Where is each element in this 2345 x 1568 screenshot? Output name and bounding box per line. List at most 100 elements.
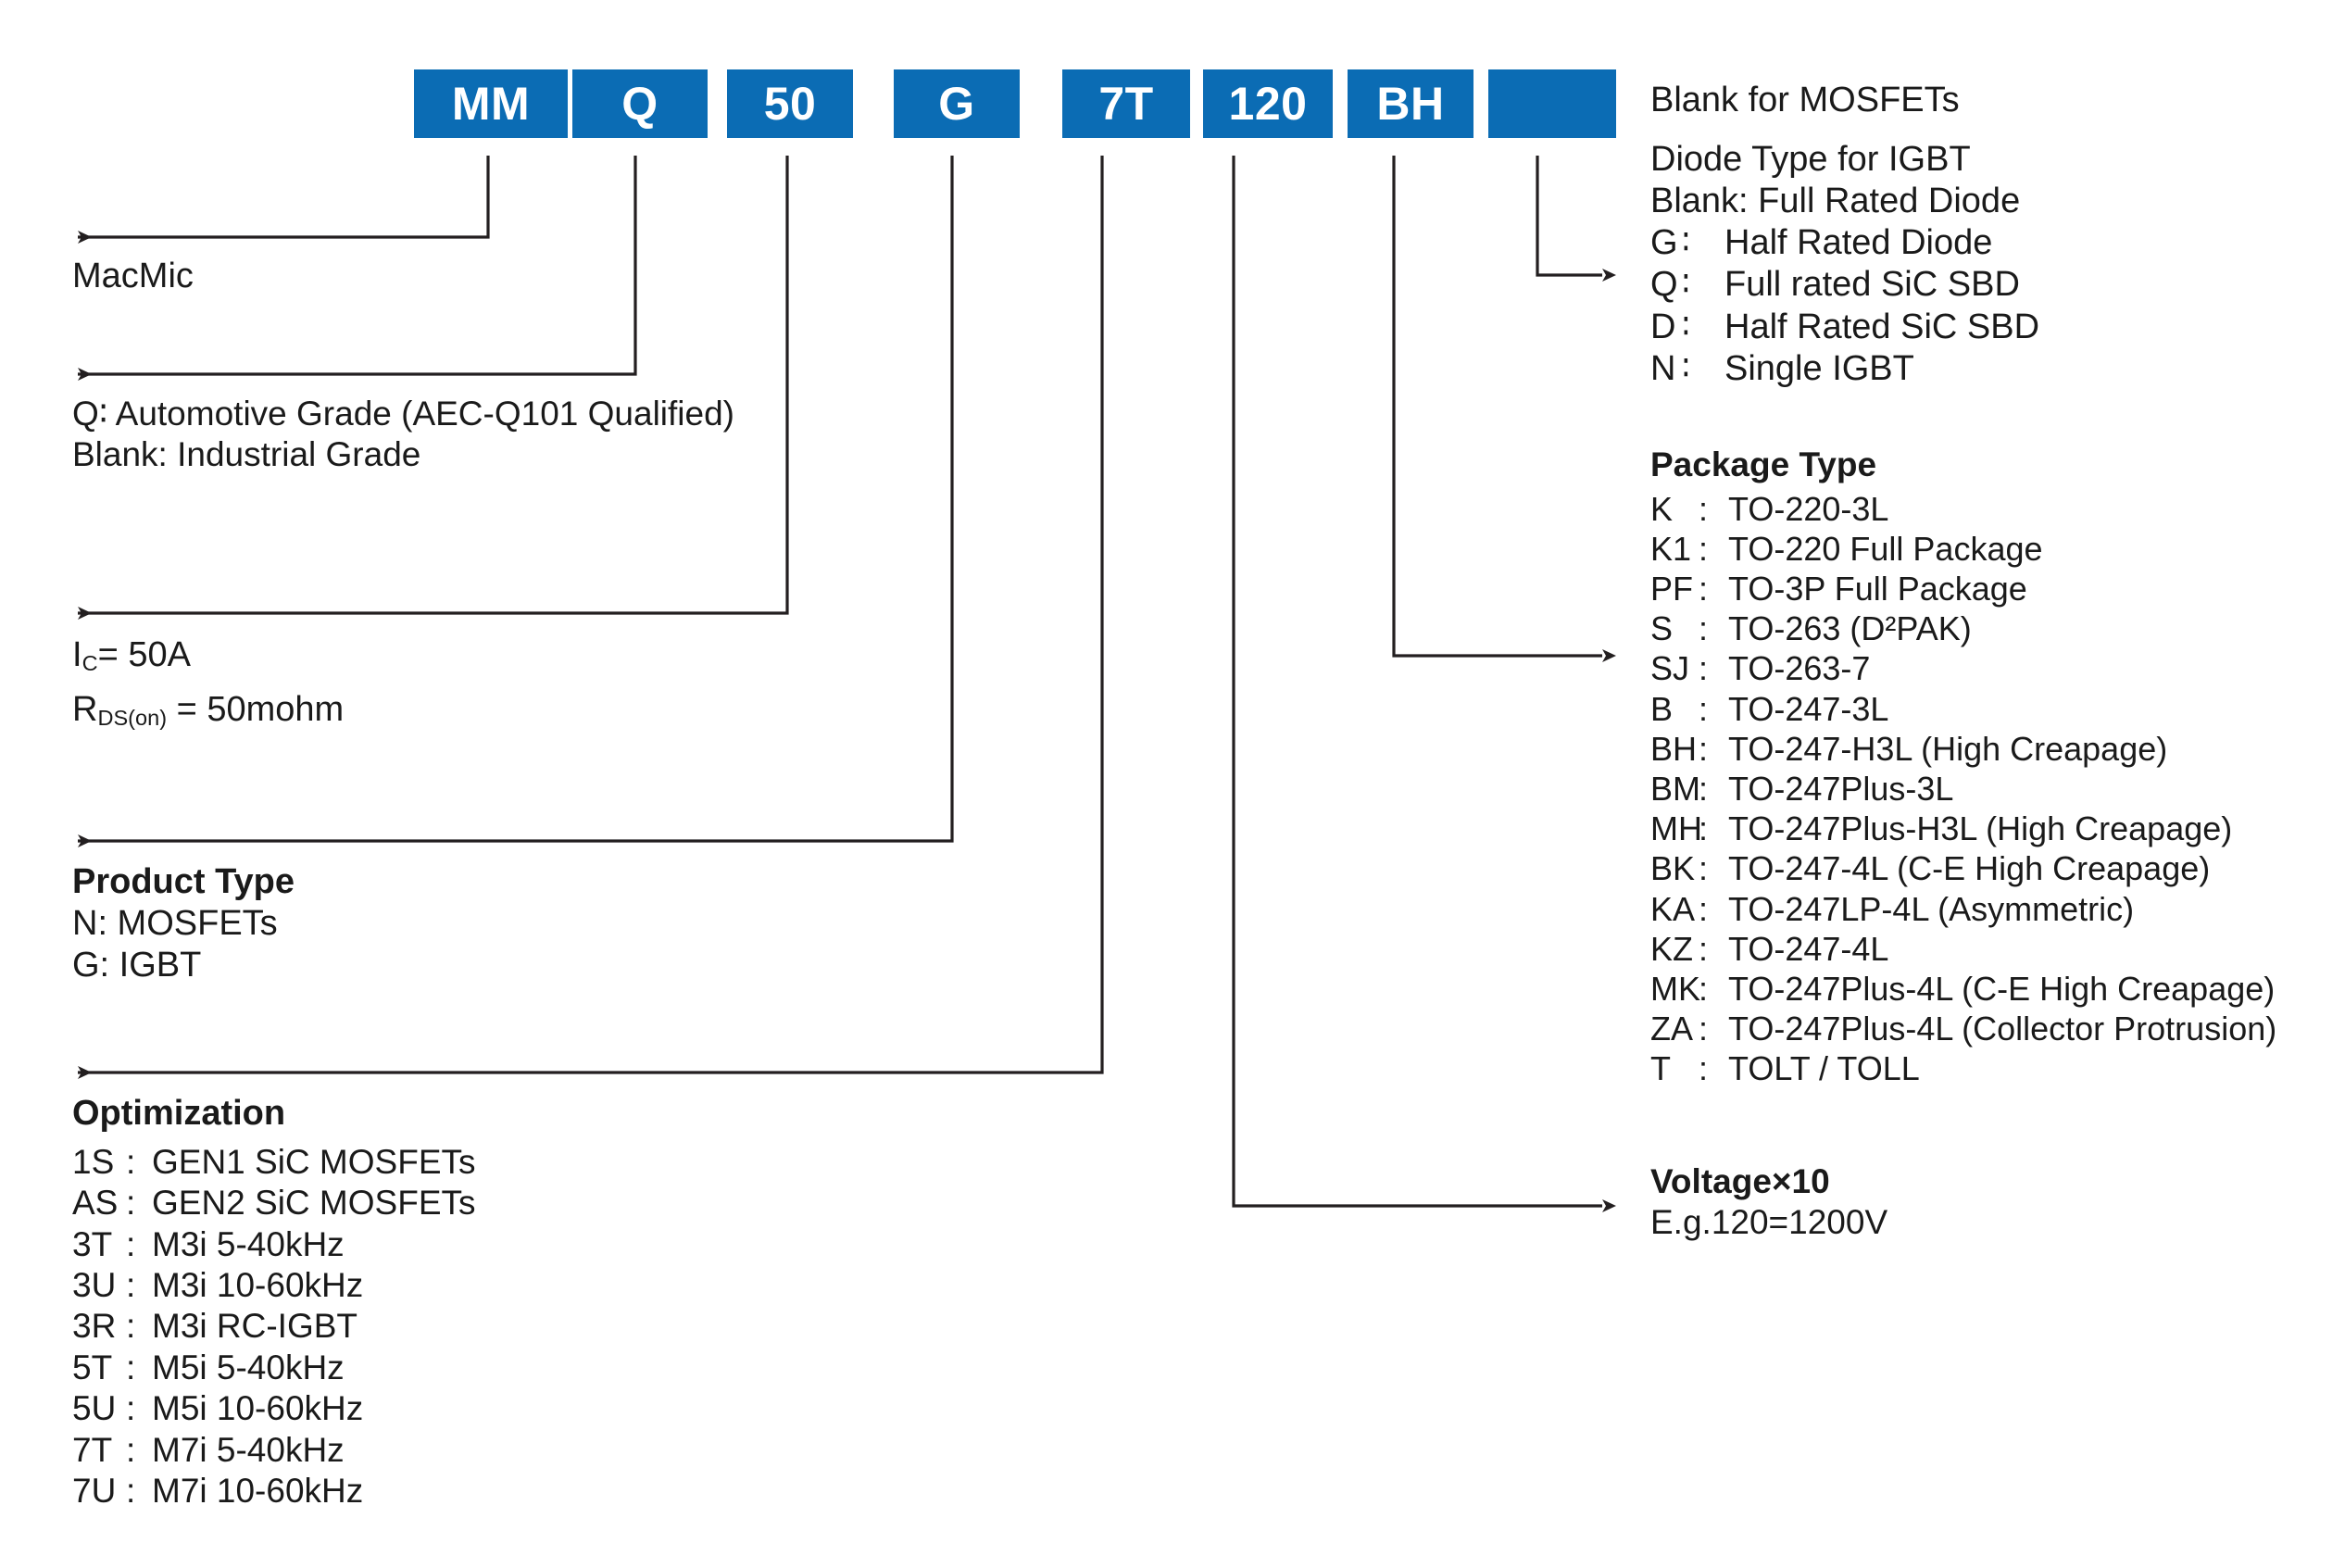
diode-type-colon: ∶ — [1682, 222, 1690, 262]
package-type-key: ZA — [1650, 1010, 1694, 1048]
package-type-item: B : TO-247-3L — [1650, 689, 2276, 729]
package-type-colon: : — [1699, 729, 1709, 768]
mosfet-note-text: Blank for MOSFETs — [1650, 81, 1960, 119]
code-box-label: BH — [1376, 78, 1445, 130]
optimization-value: M3i 10-60kHz — [152, 1266, 364, 1304]
diode-type-key: G — [1650, 222, 1678, 262]
code-box-optimization[interactable]: 7T — [1062, 69, 1190, 138]
package-type-colon: : — [1699, 489, 1709, 528]
callout-current: IC= 50A RDS(on) = 50mohm — [72, 634, 344, 731]
package-type-key: KZ — [1650, 929, 1694, 968]
voltage-heading: Voltage×10 — [1650, 1162, 1830, 1200]
diode-type-key: D — [1650, 307, 1676, 346]
package-type-colon: : — [1699, 929, 1709, 968]
package-type-key: S — [1650, 609, 1674, 648]
optimization-value: M5i 5-40kHz — [152, 1348, 345, 1386]
optimization-key: AS — [72, 1184, 119, 1223]
package-type-item: KZ : TO-247-4L — [1650, 929, 2276, 969]
optimization-key: 5T — [72, 1348, 113, 1386]
package-type-key: BK — [1650, 849, 1696, 888]
callout-product-type: Product Type N: MOSFETs G: IGBT — [72, 861, 295, 985]
code-box-label: Q — [621, 78, 658, 130]
optimization-item: 7T : M7i 5-40kHz — [72, 1430, 476, 1471]
optimization-item: AS : GEN2 SiC MOSFETs — [72, 1183, 476, 1223]
package-type-colon: : — [1699, 849, 1709, 888]
package-type-colon: : — [1699, 1049, 1709, 1088]
code-box-manufacturer[interactable]: MM — [414, 69, 568, 138]
code-box-current[interactable]: 50 — [727, 69, 853, 138]
code-box-diode-type[interactable] — [1488, 69, 1616, 138]
callout-mosfet-note: Blank for MOSFETs — [1650, 80, 1960, 121]
optimization-colon: : — [126, 1142, 136, 1181]
package-type-value: TO-247-4L (C-E High Creapage) — [1728, 849, 2211, 888]
optimization-key: 1S — [72, 1142, 115, 1181]
optimization-colon: : — [126, 1348, 136, 1386]
package-type-value: TO-3P Full Package — [1728, 570, 2027, 608]
grade-automotive: Q∶ Automotive Grade (AEC-Q101 Qualified) — [72, 395, 734, 433]
product-type-heading: Product Type — [72, 862, 295, 901]
optimization-item: 5U : M5i 10-60kHz — [72, 1388, 476, 1429]
code-box-package[interactable]: BH — [1348, 69, 1473, 138]
leader-manufacturer — [78, 156, 490, 244]
package-type-item: BH : TO-247-H3L (High Creapage) — [1650, 729, 2276, 769]
ic-symbol: I — [72, 635, 82, 674]
optimization-key: 3U — [72, 1266, 117, 1304]
optimization-colon: : — [126, 1389, 136, 1428]
optimization-key: 7U — [72, 1471, 117, 1510]
package-type-item: K1 : TO-220 Full Package — [1650, 529, 2276, 569]
optimization-value: GEN1 SiC MOSFETs — [152, 1142, 476, 1181]
optimization-value: M3i 5-40kHz — [152, 1224, 345, 1263]
package-type-value: TO-247Plus-4L (Collector Protrusion) — [1728, 1010, 2277, 1048]
diode-type-item: D ∶ Half Rated SiC SBD — [1650, 307, 2039, 349]
code-box-grade[interactable]: Q — [572, 69, 708, 138]
diode-type-value: Half Rated SiC SBD — [1724, 307, 2040, 346]
grade-industrial: Blank: Industrial Grade — [72, 434, 421, 473]
current-rating: IC= 50A — [72, 634, 344, 676]
package-type-value: TO-247-H3L (High Creapage) — [1728, 729, 2168, 768]
callout-diode-type: Diode Type for IGBT Blank: Full Rated Di… — [1650, 139, 2039, 391]
diode-type-key: Q — [1650, 265, 1678, 305]
package-type-key: BH — [1650, 729, 1698, 768]
package-type-item: T : TOLT / TOLL — [1650, 1048, 2276, 1088]
package-type-colon: : — [1699, 649, 1709, 688]
diode-type-key: N — [1650, 349, 1676, 389]
package-type-colon: : — [1699, 570, 1709, 608]
optimization-item: 3R : M3i RC-IGBT — [72, 1306, 476, 1347]
diode-type-colon: ∶ — [1682, 349, 1690, 389]
leader-voltage — [1232, 156, 1616, 1212]
package-type-colon: : — [1699, 529, 1709, 568]
leader-package — [1392, 156, 1616, 662]
optimization-item: 1S : GEN1 SiC MOSFETs — [72, 1142, 476, 1183]
package-type-colon: : — [1699, 769, 1709, 808]
package-type-value: TO-247LP-4L (Asymmetric) — [1728, 889, 2135, 928]
code-box-label: 7T — [1098, 78, 1154, 130]
optimization-colon: : — [126, 1307, 136, 1346]
code-box-voltage[interactable]: 120 — [1203, 69, 1333, 138]
code-box-label: G — [938, 78, 975, 130]
package-type-key: MK — [1650, 969, 1700, 1008]
code-box-product-type[interactable]: G — [894, 69, 1020, 138]
package-type-colon: : — [1699, 809, 1709, 848]
optimization-value: GEN2 SiC MOSFETs — [152, 1184, 476, 1223]
optimization-key: 5U — [72, 1389, 117, 1428]
package-type-item: KA : TO-247LP-4L (Asymmetric) — [1650, 889, 2276, 929]
package-type-item: BM : TO-247Plus-3L — [1650, 769, 2276, 809]
diode-type-value: Half Rated Diode — [1724, 222, 1993, 262]
package-type-key: K — [1650, 489, 1674, 528]
diode-type-item: Q ∶ Full rated SiC SBD — [1650, 264, 2039, 307]
optimization-key: 3T — [72, 1224, 113, 1263]
callout-manufacturer: MacMic — [72, 256, 194, 297]
optimization-colon: : — [126, 1184, 136, 1223]
optimization-colon: : — [126, 1430, 136, 1469]
optimization-colon: : — [126, 1266, 136, 1304]
callout-grade: Q∶ Automotive Grade (AEC-Q101 Qualified)… — [72, 394, 734, 474]
package-type-item: K : TO-220-3L — [1650, 489, 2276, 529]
optimization-value: M3i RC-IGBT — [152, 1307, 357, 1346]
leader-current — [78, 156, 789, 620]
package-type-colon: : — [1699, 969, 1709, 1008]
package-type-heading: Package Type — [1650, 445, 1877, 483]
product-type-igbt: G: IGBT — [72, 945, 202, 985]
optimization-key: 7T — [72, 1430, 113, 1469]
optimization-key: 3R — [72, 1307, 117, 1346]
